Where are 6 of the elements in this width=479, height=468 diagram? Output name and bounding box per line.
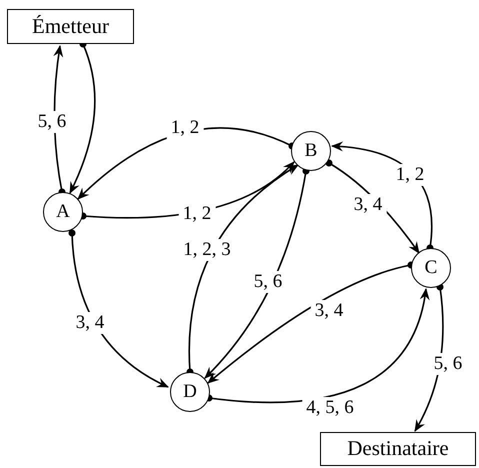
edge-label: 1, 2: [178, 203, 216, 225]
edge-label: 1, 2: [166, 117, 204, 139]
arrow: [206, 288, 429, 404]
label-box: Destinataire: [320, 432, 476, 466]
label-box: Émetteur: [7, 9, 134, 44]
arrow: [204, 168, 310, 379]
